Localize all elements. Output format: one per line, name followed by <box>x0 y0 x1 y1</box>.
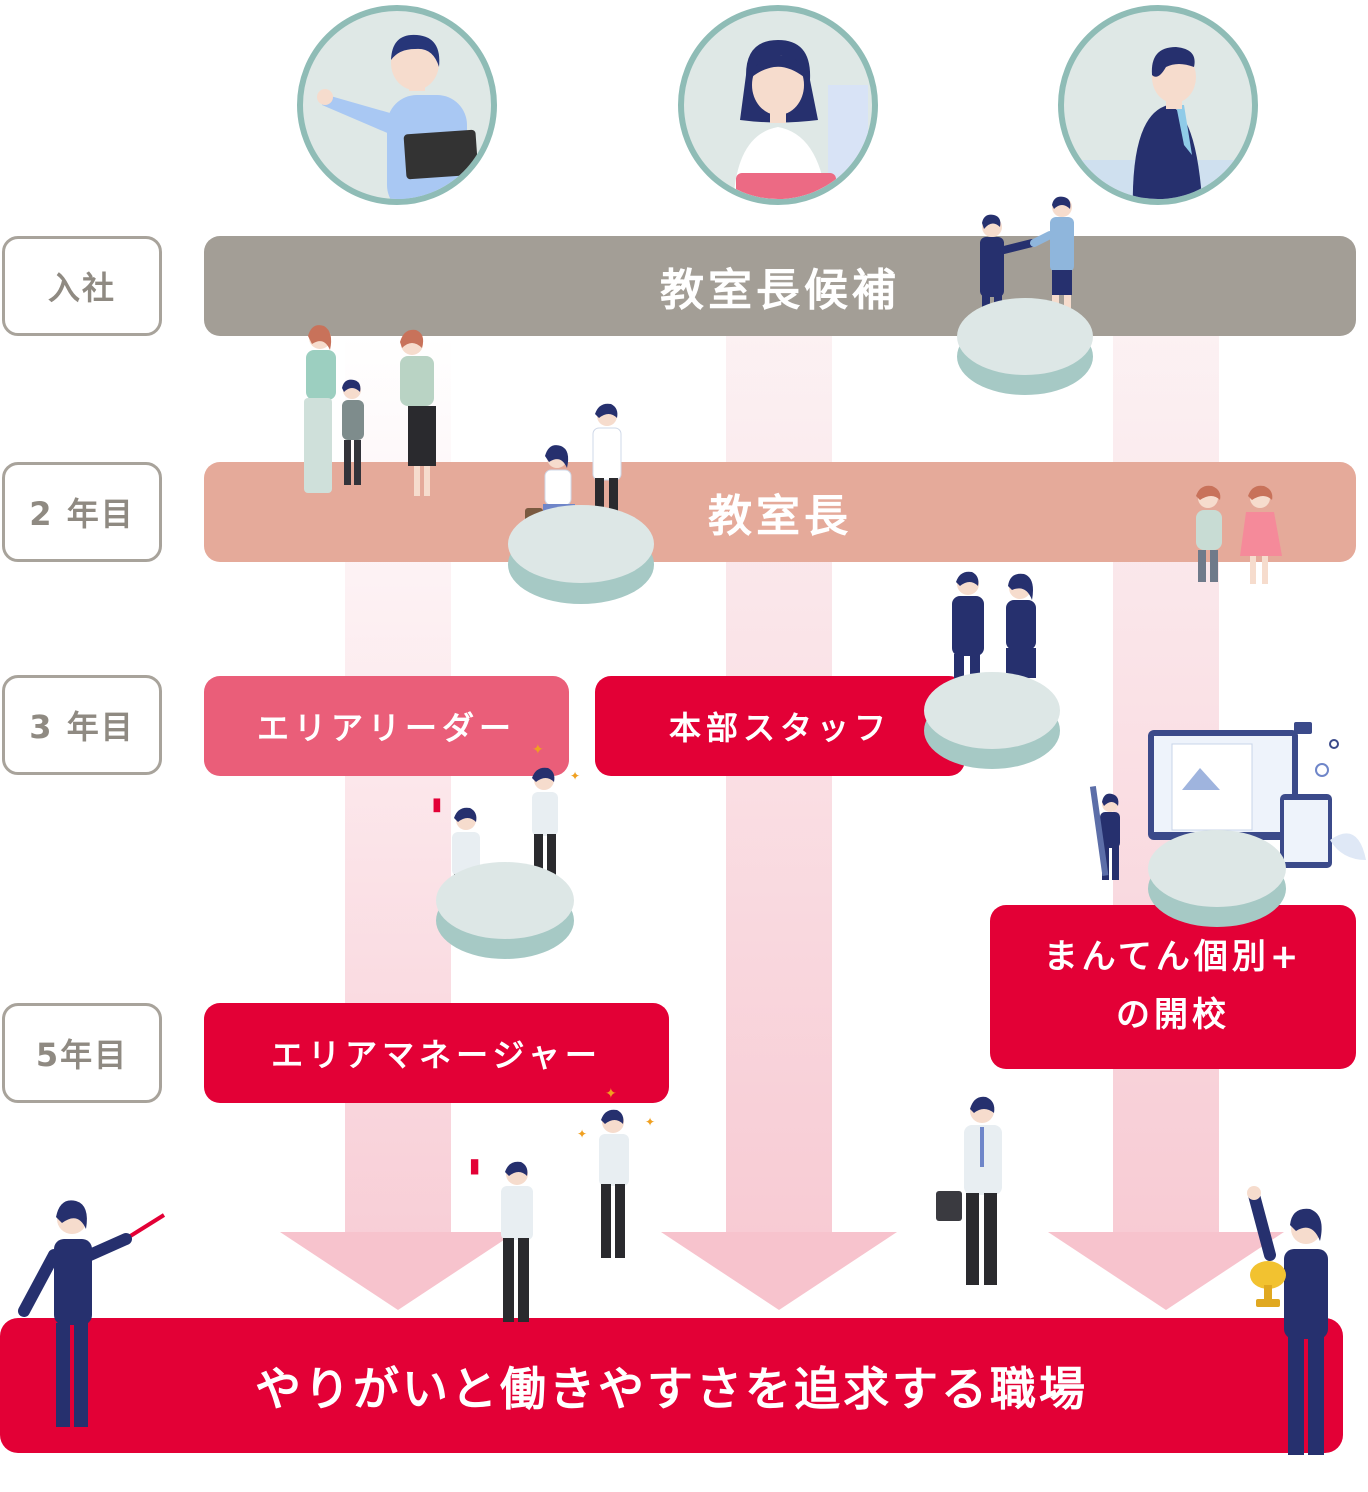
stage-open-school: まんてん個別+ の開校 <box>990 905 1356 1069</box>
stage-hq-staff: 本部スタッフ <box>595 676 965 776</box>
year-label-2nd: 2 年目 <box>2 462 162 562</box>
children-illustration <box>1196 485 1282 584</box>
avatar-woman-laptop <box>678 5 878 205</box>
year-label-3rd: 3 年目 <box>2 675 162 775</box>
stage-classroom-manager: 教室長 <box>204 462 1356 562</box>
year-label-5th: 5年目 <box>2 1003 162 1103</box>
svg-text:✦: ✦ <box>570 769 580 783</box>
svg-text:✦: ✦ <box>605 1086 617 1102</box>
svg-text:✦: ✦ <box>577 1127 587 1141</box>
platform-disc <box>924 672 1060 782</box>
stage-area-leader: エリアリーダー <box>204 676 569 776</box>
svg-text:✦: ✦ <box>645 1115 655 1129</box>
trophy-woman-illustration <box>1247 1186 1328 1455</box>
stage-area-manager: エリアマネージャー <box>204 1003 669 1103</box>
svg-text:▮: ▮ <box>469 1153 480 1177</box>
parent-child-teacher-illustration <box>304 325 436 496</box>
platform-disc <box>508 505 654 617</box>
platform-disc <box>1148 830 1286 940</box>
path-arrow-right-head <box>1048 1232 1284 1310</box>
svg-text:✦: ✦ <box>532 742 544 758</box>
platform-disc <box>436 862 574 972</box>
svg-text:▮: ▮ <box>432 794 442 815</box>
stage-candidate: 教室長候補 <box>204 236 1356 336</box>
presenter-woman-illustration <box>18 1200 166 1427</box>
avatar-businessman <box>1058 5 1258 205</box>
path-arrow-center-head <box>661 1232 897 1310</box>
area-manager-meeting-illustration: ▮ ✦ ✦ ✦ <box>469 1086 655 1322</box>
year-label-entry: 入社 <box>2 236 162 336</box>
avatar-teacher-tablet <box>297 5 497 205</box>
platform-disc <box>957 298 1093 408</box>
businessman-briefcase-illustration <box>936 1096 1002 1285</box>
path-arrow-left-head <box>280 1232 516 1310</box>
goal-banner: やりがいと働きやすさを追求する職場 <box>0 1318 1343 1453</box>
